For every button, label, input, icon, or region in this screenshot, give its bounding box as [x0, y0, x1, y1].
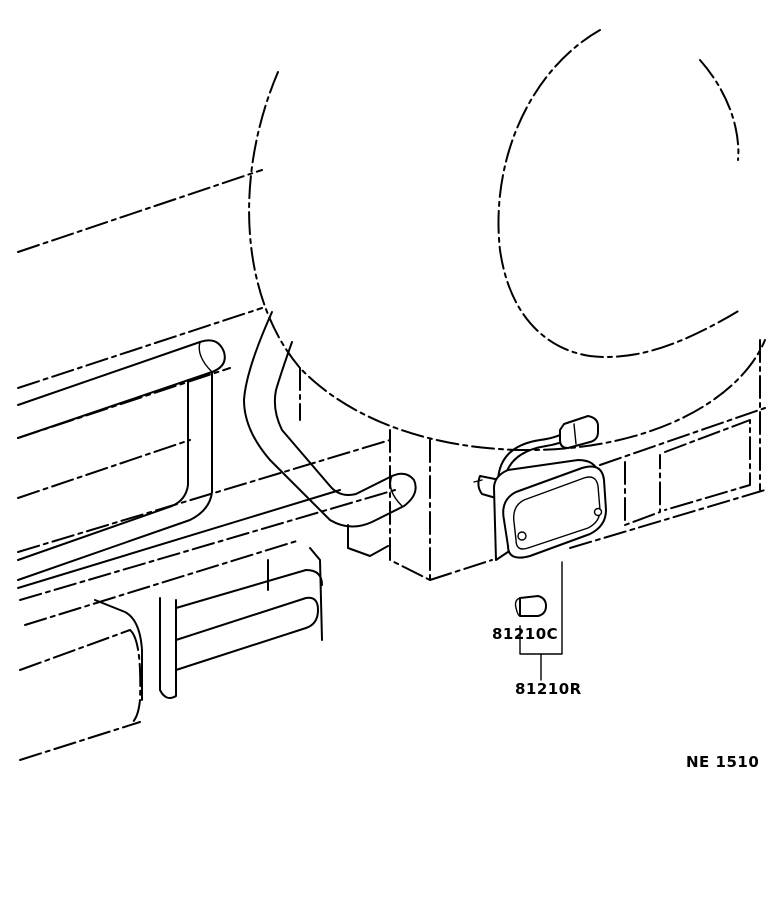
part-number-lamp-assembly: 81210R [515, 680, 582, 698]
tire-carrier-arm [243, 311, 417, 528]
part-number-bulb: 81210C [492, 625, 559, 643]
diagram-reference-code: NE 1510 [686, 753, 760, 771]
vehicle-body-outline [17, 169, 766, 761]
leader-lines [519, 561, 563, 681]
bulb-81210C [514, 595, 547, 617]
spare-tire-outline [248, 29, 766, 452]
bumper-guard [17, 339, 389, 701]
lamp-assembly [473, 415, 607, 561]
